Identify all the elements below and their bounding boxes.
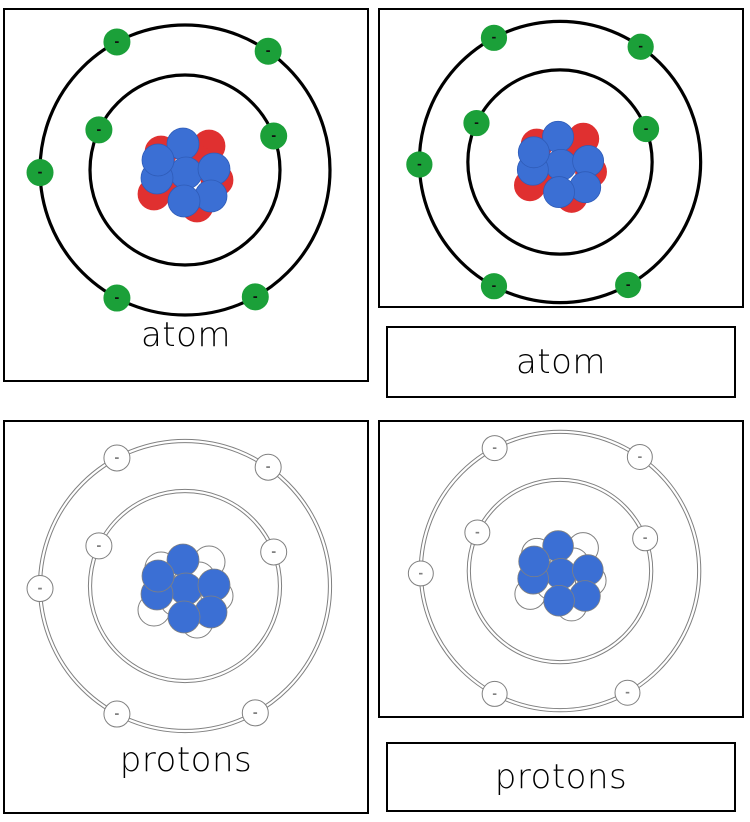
electron-1-3 bbox=[480, 273, 508, 300]
electron-charge-glyph-0-1: - bbox=[643, 531, 648, 545]
electron-charge-glyph-0-0: - bbox=[96, 122, 101, 136]
orbit-ring-inner-edge-0 bbox=[469, 480, 651, 662]
proton-particle-1 bbox=[545, 558, 577, 590]
proton-particle-5 bbox=[543, 584, 575, 617]
electron-1-2 bbox=[26, 575, 54, 603]
proton-particle-4 bbox=[569, 171, 602, 204]
electron-0-1 bbox=[632, 115, 660, 143]
label-card-protons[interactable]: protons bbox=[386, 742, 736, 812]
electron-charge-glyph-1-1: - bbox=[266, 44, 271, 58]
electron-1-4 bbox=[241, 699, 269, 727]
bohr-model-group: - - - - - - - bbox=[26, 23, 332, 317]
card-atom-picture[interactable]: - - - - - - - bbox=[378, 8, 744, 308]
electron-0-0 bbox=[85, 116, 113, 144]
electron-1-4 bbox=[615, 271, 642, 299]
bohr-model-group: - - - - - - - bbox=[407, 429, 702, 713]
electron-1-4 bbox=[241, 283, 269, 311]
electron-charge-glyph-1-4: - bbox=[253, 705, 258, 719]
electron-charge-glyph-0-0: - bbox=[96, 538, 101, 552]
electron-charge-glyph-1-2: - bbox=[38, 581, 43, 595]
electron-1-4 bbox=[614, 679, 641, 706]
orbit-ring-outer-edge-0 bbox=[466, 477, 654, 665]
orbit-ring-inner-edge-0 bbox=[91, 492, 279, 680]
proton-particle-1 bbox=[545, 148, 577, 181]
label-caption-atom: atom bbox=[515, 342, 607, 382]
atom-diagram-full-color: - - - - - - - bbox=[26, 23, 332, 317]
orbit-ring-0 bbox=[466, 68, 654, 256]
proton-particle-6 bbox=[517, 136, 550, 169]
electron-0-1 bbox=[260, 122, 288, 150]
proton-particle-5 bbox=[543, 176, 575, 208]
proton-particle-5 bbox=[167, 600, 201, 634]
electron-charge-glyph-1-0: - bbox=[492, 30, 497, 44]
electron-charge-glyph-1-0: - bbox=[492, 440, 497, 454]
electron-1-0 bbox=[480, 24, 508, 51]
atom-diagram-protons-highlighted-picture: - - - - - - - bbox=[407, 429, 702, 713]
electron-0-0 bbox=[464, 519, 491, 546]
orbit-ring-0 bbox=[88, 73, 282, 267]
electron-charge-glyph-1-1: - bbox=[637, 449, 642, 463]
proton-particle-4 bbox=[194, 179, 228, 213]
label-card-atom[interactable]: atom bbox=[386, 326, 736, 398]
electron-1-2 bbox=[407, 560, 434, 587]
card-protons-full[interactable]: - - - - - - - protons bbox=[3, 420, 369, 814]
electron-charge-glyph-1-4: - bbox=[253, 289, 258, 303]
proton-particle-4 bbox=[194, 595, 228, 629]
proton-particle-5 bbox=[167, 184, 201, 218]
electron-charge-glyph-1-3: - bbox=[114, 707, 119, 721]
electron-1-3 bbox=[481, 680, 508, 707]
card-atom-full[interactable]: - - - - - - - atom bbox=[3, 8, 369, 382]
electron-1-0 bbox=[103, 444, 131, 472]
electron-1-0 bbox=[103, 28, 131, 56]
proton-particle-4 bbox=[569, 580, 601, 612]
electron-0-1 bbox=[632, 525, 659, 552]
electron-charge-glyph-1-2: - bbox=[38, 165, 43, 179]
electron-charge-glyph-0-1: - bbox=[271, 544, 276, 558]
electron-1-0 bbox=[481, 435, 508, 462]
electron-0-1 bbox=[260, 538, 288, 566]
electron-1-3 bbox=[103, 700, 131, 728]
electron-charge-glyph-0-0: - bbox=[474, 115, 479, 129]
proton-particle-1 bbox=[169, 572, 203, 606]
electron-1-1 bbox=[627, 33, 654, 60]
electron-charge-glyph-1-2: - bbox=[417, 157, 422, 171]
electron-charge-glyph-0-0: - bbox=[475, 525, 480, 539]
electron-charge-glyph-1-4: - bbox=[625, 685, 630, 699]
electron-charge-glyph-1-3: - bbox=[492, 279, 497, 293]
electron-charge-glyph-1-4: - bbox=[626, 277, 631, 291]
card-caption-atom: atom bbox=[140, 315, 232, 355]
proton-particle-6 bbox=[518, 545, 550, 578]
electron-charge-glyph-1-2: - bbox=[418, 566, 423, 580]
electron-1-1 bbox=[626, 443, 653, 470]
electron-charge-glyph-1-3: - bbox=[492, 686, 497, 700]
proton-particle-1 bbox=[169, 156, 203, 190]
electron-0-0 bbox=[85, 532, 113, 560]
atom-diagram-full-color-picture: - - - - - - - bbox=[406, 19, 703, 305]
electron-1-1 bbox=[254, 37, 282, 65]
electron-charge-glyph-0-1: - bbox=[271, 128, 276, 142]
atom-diagram-protons-highlighted: - - - - - - - bbox=[26, 438, 333, 734]
card-protons-picture[interactable]: - - - - - - - bbox=[378, 420, 744, 718]
electron-0-0 bbox=[463, 109, 490, 137]
electron-1-2 bbox=[406, 151, 433, 178]
electron-charge-glyph-1-1: - bbox=[266, 460, 271, 474]
electron-charge-glyph-1-0: - bbox=[114, 34, 119, 48]
label-caption-protons: protons bbox=[494, 757, 628, 797]
bohr-model-group: - - - - - - - bbox=[406, 19, 703, 305]
proton-particle-6 bbox=[141, 559, 175, 593]
electron-charge-glyph-1-1: - bbox=[638, 39, 643, 53]
proton-particle-6 bbox=[141, 143, 175, 177]
electron-charge-glyph-1-0: - bbox=[114, 450, 119, 464]
electron-charge-glyph-1-3: - bbox=[114, 291, 119, 305]
card-caption-protons: protons bbox=[119, 740, 253, 780]
electron-1-3 bbox=[103, 284, 131, 312]
bohr-model-group: - - - - - - - bbox=[26, 438, 333, 734]
electron-1-2 bbox=[26, 159, 54, 187]
electron-charge-glyph-0-1: - bbox=[644, 121, 649, 135]
electron-1-1 bbox=[254, 453, 282, 481]
orbit-ring-outer-edge-0 bbox=[87, 488, 283, 684]
